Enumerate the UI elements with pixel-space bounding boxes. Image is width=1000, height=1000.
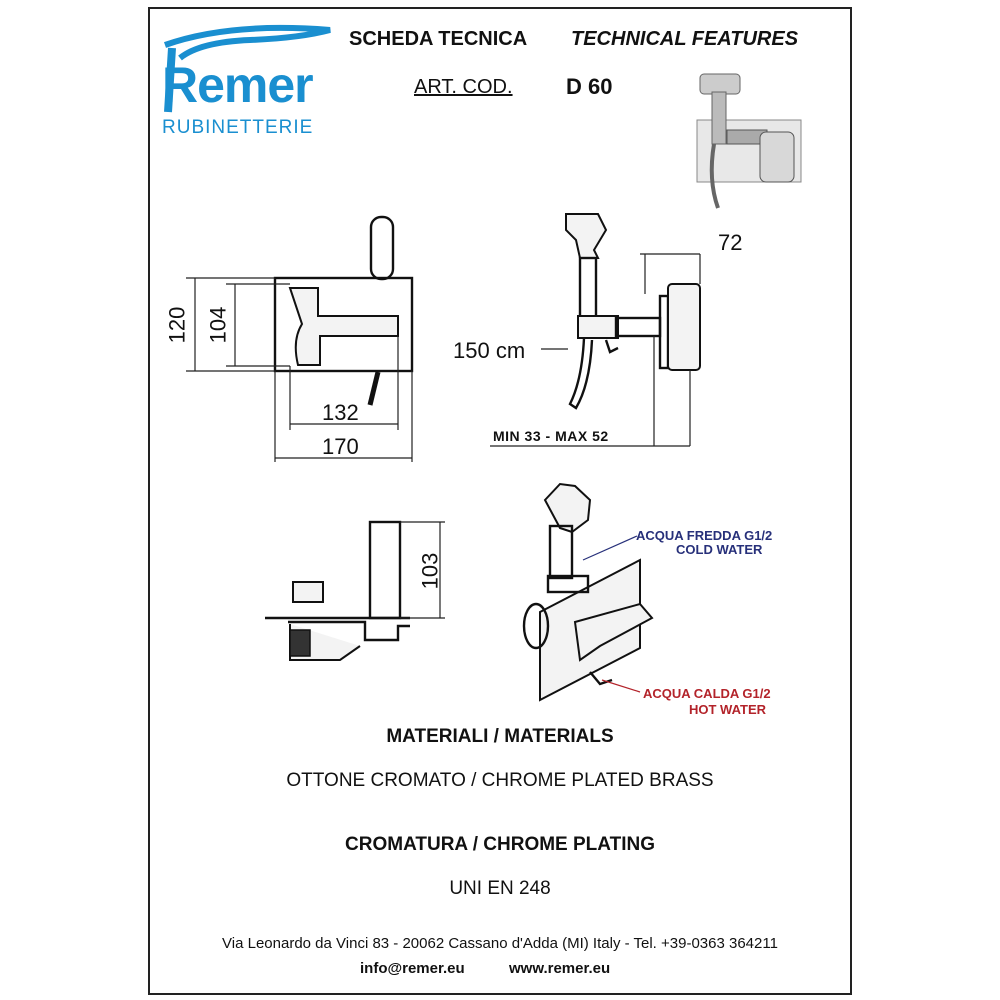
title-italian: SCHEDA TECNICA	[349, 28, 528, 50]
datasheet-frame	[148, 7, 852, 995]
top-view-drawing	[265, 520, 445, 661]
email-link[interactable]: info@remer.eu	[360, 960, 465, 977]
dim-wall-range: MIN 33 - MAX 52	[493, 428, 609, 444]
cold-water-label-it: ACQUA FREDDA G1/2	[636, 528, 773, 543]
brand-logo: Remer	[162, 57, 314, 113]
dim-height-inner: 104	[205, 306, 231, 344]
title-english: TECHNICAL FEATURES	[571, 28, 799, 50]
website-link[interactable]: www.remer.eu	[509, 960, 611, 977]
cold-water-label-en: COLD WATER	[676, 542, 763, 557]
dim-width-inner: 132	[322, 400, 359, 425]
article-code-label: ART. COD.	[414, 76, 513, 98]
brand-subtitle: RUBINETTERIE	[162, 117, 314, 138]
logo-swoosh	[164, 24, 331, 113]
front-view-drawing	[186, 215, 414, 462]
article-code: D 60	[566, 74, 613, 99]
hot-water-label-it: ACQUA CALDA G1/2	[643, 686, 771, 701]
side-view-drawing	[490, 213, 701, 447]
dim-top-height: 103	[417, 552, 443, 590]
connection-3d-drawing	[522, 482, 654, 702]
company-address: Via Leonardo da Vinci 83 - 20062 Cassano…	[222, 935, 778, 952]
dim-width-outer: 170	[322, 434, 359, 459]
plating-heading: CROMATURA / CHROME PLATING	[345, 834, 655, 855]
product-photo	[696, 73, 802, 209]
dim-height-outer: 120	[164, 306, 190, 344]
plating-value: UNI EN 248	[449, 878, 551, 899]
materials-heading: MATERIALI / MATERIALS	[386, 726, 614, 747]
materials-value: OTTONE CROMATO / CHROME PLATED BRASS	[286, 770, 714, 791]
hot-water-label-en: HOT WATER	[689, 702, 767, 717]
dim-hose-length: 150 cm	[453, 338, 526, 363]
dim-depth: 72	[718, 230, 743, 255]
